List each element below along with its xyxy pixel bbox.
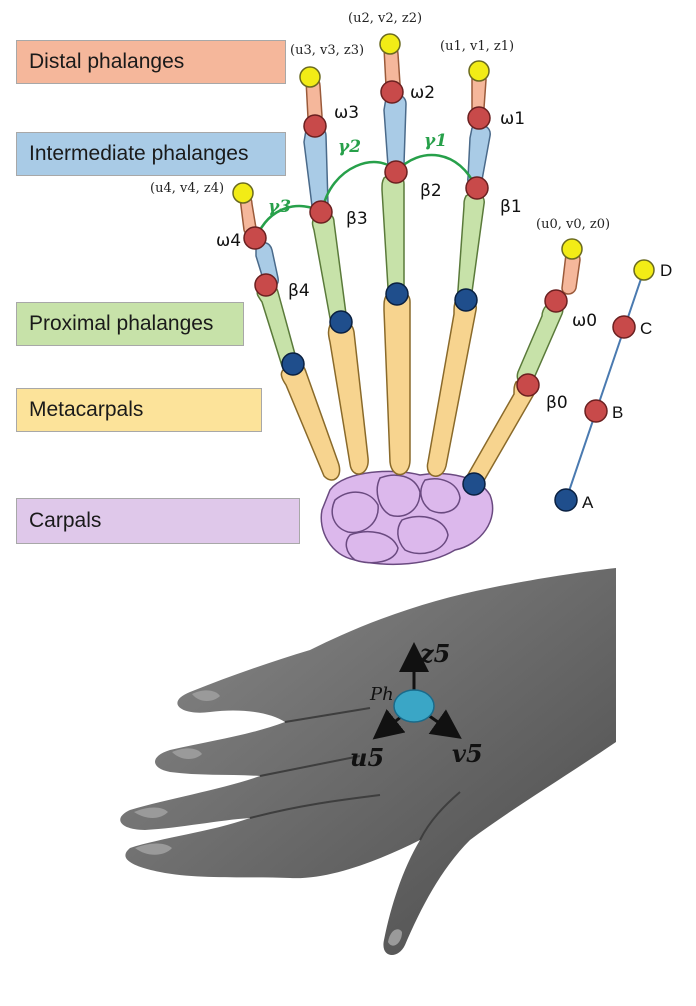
- proximal-phalanges: [256, 173, 564, 386]
- beta-2-label: β2: [420, 181, 442, 201]
- distal-phalanges: [239, 45, 581, 295]
- axis-v-label: v5: [452, 739, 483, 768]
- tip-3-marker: [299, 66, 321, 88]
- chain-point-b: [584, 399, 608, 423]
- tip-3-coord-label: (u3, v3, z3): [290, 43, 364, 58]
- tip-1-marker: [468, 60, 490, 82]
- omega-3-label: ω3: [334, 103, 359, 123]
- omega-2-joint: [380, 80, 404, 104]
- legend-metacarpals: Metacarpals: [16, 388, 262, 432]
- tip-2-coord-label: (u2, v2, z2): [348, 11, 422, 26]
- omega-0-label: ω0: [572, 311, 597, 331]
- beta-2-joint: [384, 160, 408, 184]
- fingertip-markers: [232, 33, 583, 260]
- legend-proximal-phalanges: Proximal phalanges: [16, 302, 244, 346]
- gamma-1-label: γ1: [424, 131, 447, 151]
- omega-1-label: ω1: [500, 109, 525, 129]
- red-joint-markers: [243, 80, 568, 397]
- omega-2-label: ω2: [410, 83, 435, 103]
- axis-u-label: u5: [350, 743, 384, 772]
- mcp-4-joint: [281, 352, 305, 376]
- axis-z-label: z5: [419, 639, 450, 668]
- chain-label-c: C: [640, 319, 652, 338]
- beta-4-label: β4: [288, 281, 310, 301]
- tip-1-coord-label: (u1, v1, z1): [440, 39, 514, 54]
- chain-label-d: D: [660, 261, 672, 280]
- chain-label-a: A: [582, 493, 594, 512]
- blue-joint-markers: [281, 282, 486, 496]
- omega-4-label: ω4: [216, 231, 241, 251]
- legend-carpals: Carpals: [16, 498, 300, 544]
- legend-intermediate-phalanges: Intermediate phalanges: [16, 132, 286, 176]
- beta-1-label: β1: [500, 197, 522, 217]
- beta-3-joint: [309, 200, 333, 224]
- gamma-3-label: γ3: [268, 197, 291, 217]
- hand-frame-axes: [372, 642, 462, 740]
- tip-2-marker: [379, 33, 401, 55]
- legend-distal-phalanges: Distal phalanges: [16, 40, 286, 84]
- beta-1-joint: [465, 176, 489, 200]
- beta-3-label: β3: [346, 209, 368, 229]
- tip-0-coord-label: (u0, v0, z0): [536, 217, 610, 232]
- omega-3-joint: [303, 114, 327, 138]
- beta-4-joint: [254, 273, 278, 297]
- tip-0-marker: [561, 238, 583, 260]
- cmc-0-joint: [462, 472, 486, 496]
- intermediate-phalanges: [255, 93, 491, 288]
- tip-4-coord-label: (u4, v4, z4): [150, 181, 224, 196]
- carpal-bones: [320, 470, 494, 566]
- abcd-chain: [554, 259, 655, 512]
- omega-4-joint: [243, 226, 267, 250]
- mcp-1-joint: [454, 288, 478, 312]
- chain-point-c: [612, 315, 636, 339]
- chain-label-b: B: [612, 403, 623, 422]
- chain-point-a: [554, 488, 578, 512]
- gamma-2-label: γ2: [338, 137, 361, 157]
- hand-3d-render: [120, 568, 617, 956]
- metacarpal-bones: [280, 290, 536, 492]
- hand-origin-label: Ph: [369, 684, 394, 705]
- tip-4-marker: [232, 182, 254, 204]
- omega-1-joint: [467, 106, 491, 130]
- mcp-3-joint: [329, 310, 353, 334]
- beta-0-joint: [516, 373, 540, 397]
- chain-point-d: [633, 259, 655, 281]
- hand-origin-marker: [393, 689, 435, 723]
- omega-0-joint: [544, 289, 568, 313]
- beta-0-label: β0: [546, 393, 568, 413]
- mcp-2-joint: [385, 282, 409, 306]
